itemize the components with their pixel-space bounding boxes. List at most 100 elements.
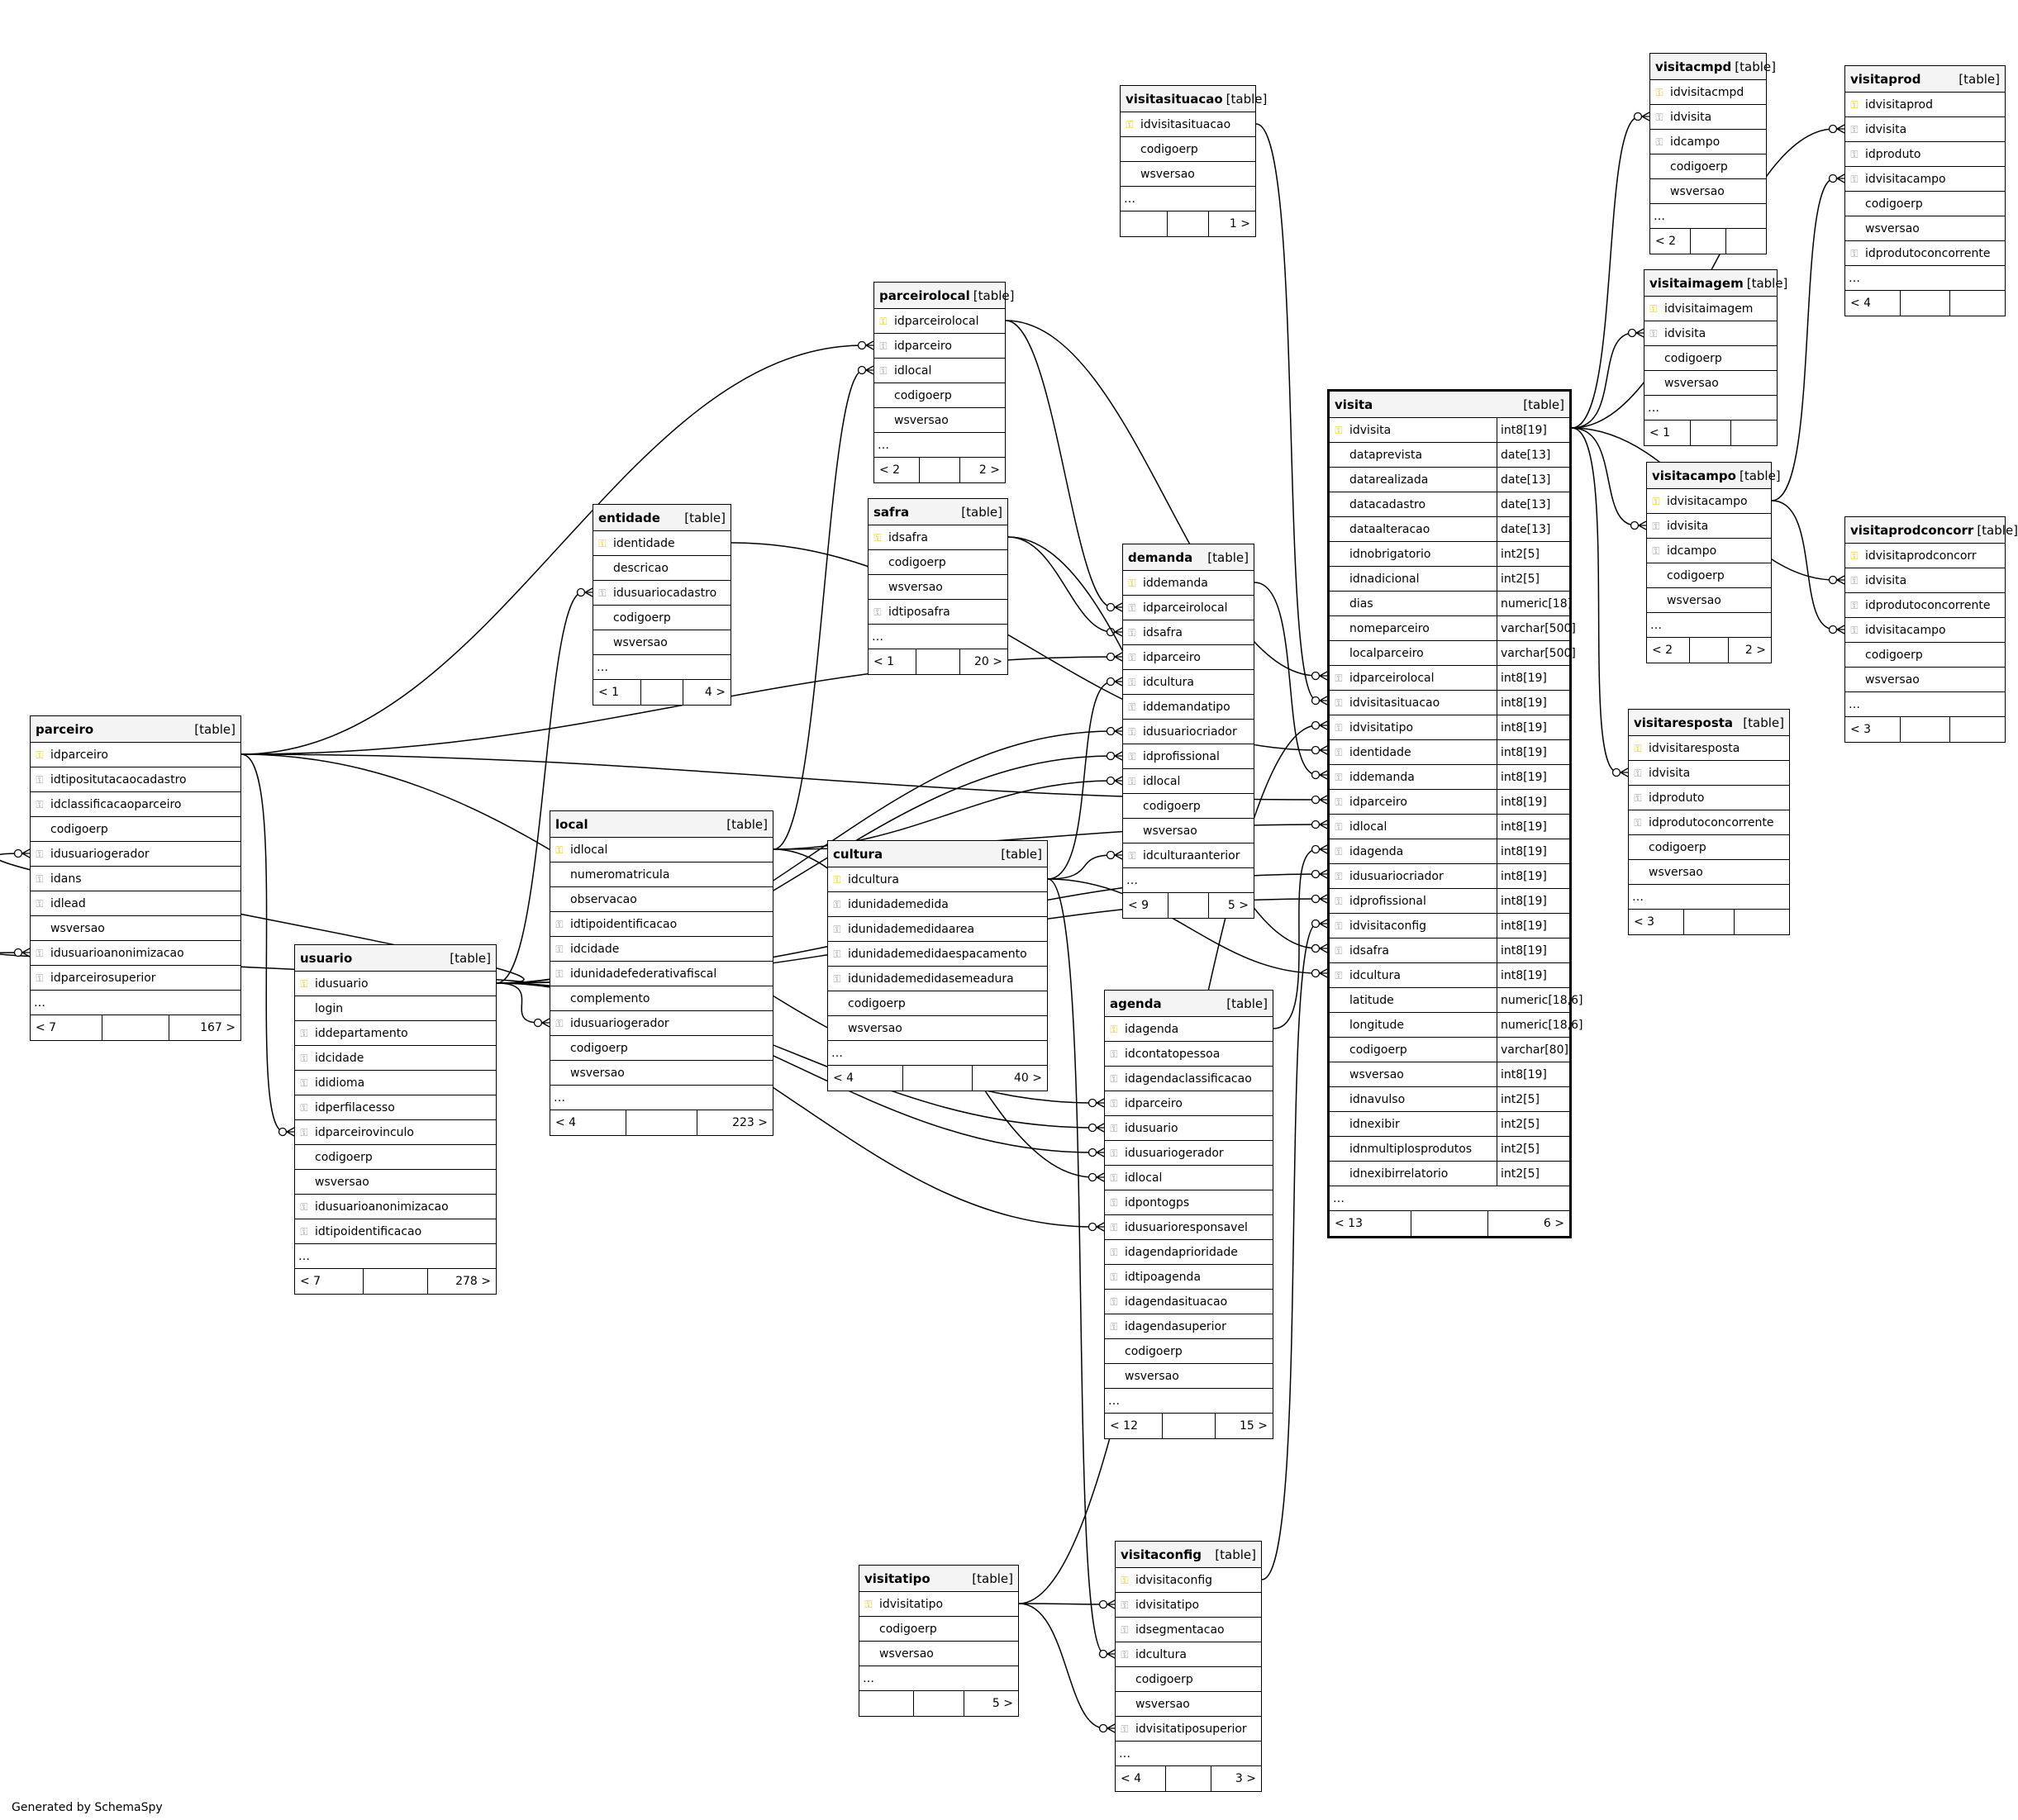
- children-count[interactable]: 20 >: [973, 655, 1002, 668]
- table-header[interactable]: safra[table]: [869, 499, 1007, 525]
- children-count[interactable]: [1731, 421, 1777, 445]
- column-row[interactable]: codigoerp: [1644, 346, 1777, 371]
- column-row[interactable]: ⚿idcidade: [295, 1046, 496, 1071]
- column-row[interactable]: ⚿idcampo: [1647, 539, 1771, 563]
- table-header[interactable]: parceiro[table]: [31, 716, 240, 743]
- table-header[interactable]: demanda[table]: [1123, 544, 1254, 571]
- column-row[interactable]: ⚿idvisitaresposta: [1629, 736, 1789, 761]
- column-row[interactable]: ⚿idtiposafra: [869, 600, 1007, 625]
- table-visitacampo[interactable]: visitacampo[table]⚿idvisitacampo⚿idvisit…: [1646, 462, 1781, 663]
- column-row[interactable]: ⚿idunidademedida: [828, 892, 1047, 917]
- table-name[interactable]: usuario: [300, 950, 353, 966]
- children-count[interactable]: 1 >: [1229, 217, 1251, 230]
- table-name[interactable]: visitaprodconcorr: [1850, 522, 1974, 538]
- table-header[interactable]: visitaprod[table]: [1845, 66, 2005, 93]
- column-row[interactable]: ⚿idusuario: [295, 972, 496, 996]
- table-agenda[interactable]: agenda[table]⚿idagenda⚿idcontatopessoa⚿i…: [1104, 990, 1273, 1439]
- column-row[interactable]: ⚿idpontogps: [1105, 1190, 1273, 1215]
- column-row[interactable]: codigoerp: [859, 1617, 1018, 1642]
- table-header[interactable]: entidade[table]: [593, 505, 731, 531]
- column-row[interactable]: ⚿idusuariocadastro: [593, 581, 731, 606]
- column-row[interactable]: ⚿idvisitacampo: [1845, 167, 2005, 192]
- column-row[interactable]: codigoerp: [869, 550, 1007, 575]
- column-row[interactable]: numeromatricula: [550, 862, 773, 887]
- table-header[interactable]: visitacmpd[table]: [1650, 54, 1776, 80]
- column-row[interactable]: codigoerp: [1845, 643, 2005, 668]
- table-visitaconfig[interactable]: visitaconfig[table]⚿idvisitaconfig⚿idvis…: [1115, 1541, 1262, 1792]
- column-row[interactable]: wsversao: [1629, 860, 1789, 885]
- column-row[interactable]: ⚿idprodutoconcorrente: [1845, 241, 2005, 266]
- column-row[interactable]: codigoerp: [874, 383, 1005, 408]
- table-parceirolocal[interactable]: parceirolocal[table]⚿idparceirolocal⚿idp…: [873, 282, 1014, 483]
- table-header[interactable]: visitatipo[table]: [859, 1566, 1018, 1592]
- column-row[interactable]: ⚿idagenda: [1105, 1017, 1273, 1042]
- parents-count[interactable]: < 1: [869, 649, 917, 674]
- column-row[interactable]: ⚿idtipoagenda: [1105, 1265, 1273, 1290]
- column-row[interactable]: complemento: [550, 986, 773, 1011]
- column-row[interactable]: ⚿idparceiro: [874, 334, 1005, 359]
- table-name[interactable]: demanda: [1128, 549, 1193, 565]
- table-name[interactable]: visitasituacao: [1126, 91, 1223, 107]
- column-row[interactable]: ⚿idvisitasituacao: [1121, 112, 1255, 137]
- column-row[interactable]: ⚿idtipositutacaocadastro: [31, 767, 240, 792]
- children-count[interactable]: 15 >: [1240, 1419, 1268, 1433]
- column-row[interactable]: ⚿idusuario: [1105, 1116, 1273, 1141]
- table-name[interactable]: visitacmpd: [1655, 59, 1732, 74]
- column-row[interactable]: codigoerp: [1845, 192, 2005, 216]
- column-row[interactable]: codigoerp: [1647, 563, 1771, 588]
- column-row[interactable]: ⚿idparceiro: [1105, 1091, 1273, 1116]
- table-name[interactable]: visitaconfig: [1121, 1547, 1202, 1562]
- table-name[interactable]: visitaprod: [1850, 71, 1921, 87]
- column-row[interactable]: ⚿idunidademedidasemeadura: [828, 967, 1047, 991]
- column-row[interactable]: ⚿idcultura: [1116, 1642, 1261, 1667]
- column-row[interactable]: wsversao: [550, 1061, 773, 1086]
- parents-count[interactable]: < 4: [828, 1066, 903, 1091]
- table-visitaimagem[interactable]: visitaimagem[table]⚿idvisitaimagem⚿idvis…: [1644, 269, 1787, 446]
- children-count[interactable]: 278 >: [455, 1275, 491, 1288]
- column-row[interactable]: ⚿idclassificacaoparceiro: [31, 792, 240, 817]
- column-row[interactable]: wsversao: [828, 1016, 1047, 1041]
- parents-count[interactable]: < 13: [1330, 1211, 1411, 1236]
- children-count[interactable]: 3 >: [1235, 1772, 1256, 1785]
- table-header[interactable]: visitaimagem[table]: [1644, 270, 1787, 297]
- column-row[interactable]: ⚿idagendasuperior: [1105, 1314, 1273, 1339]
- column-row[interactable]: ⚿idtipoidentificacao: [550, 912, 773, 937]
- column-row[interactable]: ⚿idcontatopessoa: [1105, 1042, 1273, 1067]
- column-row[interactable]: wsversao: [1105, 1364, 1273, 1389]
- column-row[interactable]: wsversao: [1116, 1692, 1261, 1717]
- parents-count[interactable]: < 4: [1845, 291, 1901, 316]
- column-row[interactable]: ⚿idusuariogerador: [550, 1011, 773, 1036]
- children-count[interactable]: 2 >: [1744, 644, 1766, 657]
- column-row[interactable]: ⚿idsegmentacao: [1116, 1618, 1261, 1642]
- parents-count[interactable]: < 12: [1105, 1414, 1163, 1438]
- column-row[interactable]: codigoerp: [1105, 1339, 1273, 1364]
- column-row[interactable]: ⚿idparceirolocal: [874, 309, 1005, 334]
- column-row[interactable]: observacao: [550, 887, 773, 912]
- table-header[interactable]: visitacampo[table]: [1647, 463, 1781, 489]
- parents-count[interactable]: < 3: [1845, 717, 1901, 742]
- column-row[interactable]: ⚿idproduto: [1845, 142, 2005, 167]
- column-row[interactable]: ⚿idvisitaconfig: [1116, 1568, 1261, 1593]
- parents-count[interactable]: < 2: [1650, 229, 1691, 254]
- column-row[interactable]: ⚿ididioma: [295, 1071, 496, 1095]
- table-name[interactable]: entidade: [598, 510, 660, 525]
- table-demanda[interactable]: demanda[table]⚿iddemanda⚿idparceirolocal…: [1122, 544, 1254, 919]
- column-row[interactable]: ⚿idperfilacesso: [295, 1095, 496, 1120]
- table-name[interactable]: visitatipo: [864, 1571, 930, 1586]
- column-row[interactable]: ⚿idvisitaprodconcorr: [1845, 544, 2005, 568]
